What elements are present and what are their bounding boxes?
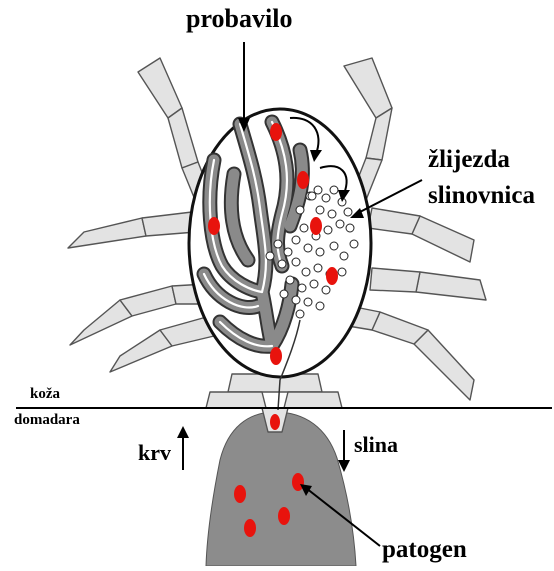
label-salivary-gland-2: slinovnica [428, 182, 535, 210]
label-digestive-tract: probavilo [186, 4, 292, 34]
label-salivary-gland-1: žlijezda [428, 146, 510, 174]
label-host-skin-1: koža [30, 386, 60, 403]
label-blood: krv [138, 440, 171, 466]
label-pathogen: patogen [382, 536, 467, 564]
krv-arrowhead [177, 426, 189, 438]
blood-pool [206, 412, 356, 566]
label-saliva: slina [354, 432, 398, 458]
label-host-skin-2: domadara [14, 412, 80, 429]
